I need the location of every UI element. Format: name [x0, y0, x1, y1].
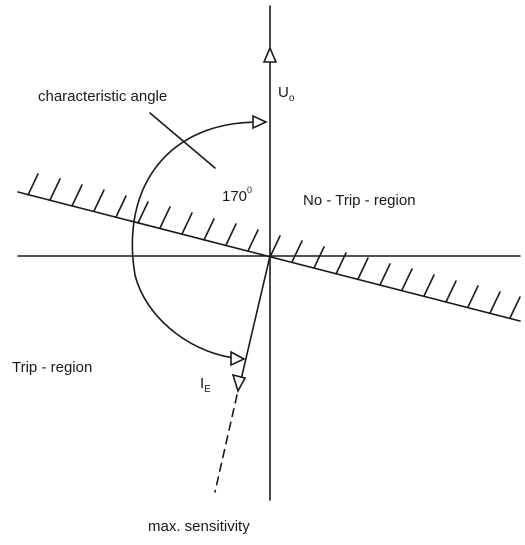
- trip-region-label: Trip - region: [12, 359, 92, 376]
- max-sensitivity-line: [214, 394, 238, 493]
- ie-phasor: [239, 255, 271, 385]
- u0-arrow-icon: [262, 45, 278, 63]
- u0-label: Uo: [278, 84, 295, 104]
- angle-arc: [131, 121, 259, 359]
- no-trip-region-label: No - Trip - region: [303, 192, 416, 209]
- characteristic-angle-label: characteristic angle: [38, 88, 167, 105]
- arc-bottom-arrow-icon: [230, 350, 246, 367]
- arc-top-arrow-icon: [252, 114, 268, 130]
- ie-label: IE: [200, 375, 211, 395]
- max-sensitivity-label: max. sensitivity: [148, 518, 250, 535]
- characteristic-hatching: [27, 173, 521, 319]
- characteristic-line: [17, 191, 521, 322]
- angle-leader-line: [149, 112, 216, 169]
- angle-value-label: 1700: [222, 185, 252, 205]
- ie-arrow-icon: [231, 373, 247, 394]
